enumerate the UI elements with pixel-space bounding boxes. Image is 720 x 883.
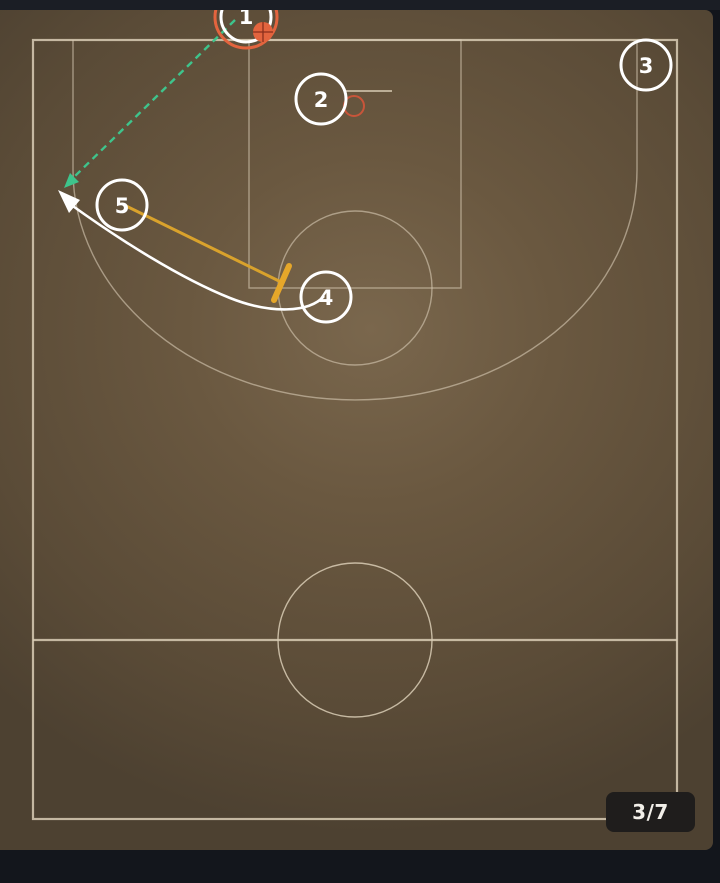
screen-bar <box>271 263 292 303</box>
paint-lane <box>248 39 462 289</box>
pass-line <box>72 19 236 179</box>
court-board: 1 2 3 4 5 <box>0 10 713 850</box>
player-4[interactable]: 4 <box>299 270 353 324</box>
screen-line <box>123 203 282 284</box>
pass-arrowhead <box>64 173 79 188</box>
player-5-label: 5 <box>115 194 130 218</box>
court-lines <box>31 38 679 821</box>
player-1[interactable]: 1 <box>213 10 279 50</box>
top-bar <box>0 0 720 10</box>
cut-arrowhead <box>58 190 80 213</box>
court-diagram: 1 2 3 4 5 <box>31 10 679 821</box>
center-circle <box>277 562 433 718</box>
player-1-label: 1 <box>239 10 254 29</box>
frame-counter: 3/7 <box>606 792 695 832</box>
player-3-label: 3 <box>639 54 654 78</box>
bottom-bar <box>0 850 720 883</box>
player-2-label: 2 <box>314 88 329 112</box>
ball-icon <box>253 22 273 42</box>
player-3[interactable]: 3 <box>619 38 673 92</box>
court-boundary <box>31 38 679 821</box>
key-lines <box>72 10 638 401</box>
player-4-label: 4 <box>319 286 334 310</box>
cut-path <box>69 202 326 311</box>
three-point-line <box>72 40 638 401</box>
player-2[interactable]: 2 <box>294 72 348 126</box>
player-5[interactable]: 5 <box>95 178 149 232</box>
